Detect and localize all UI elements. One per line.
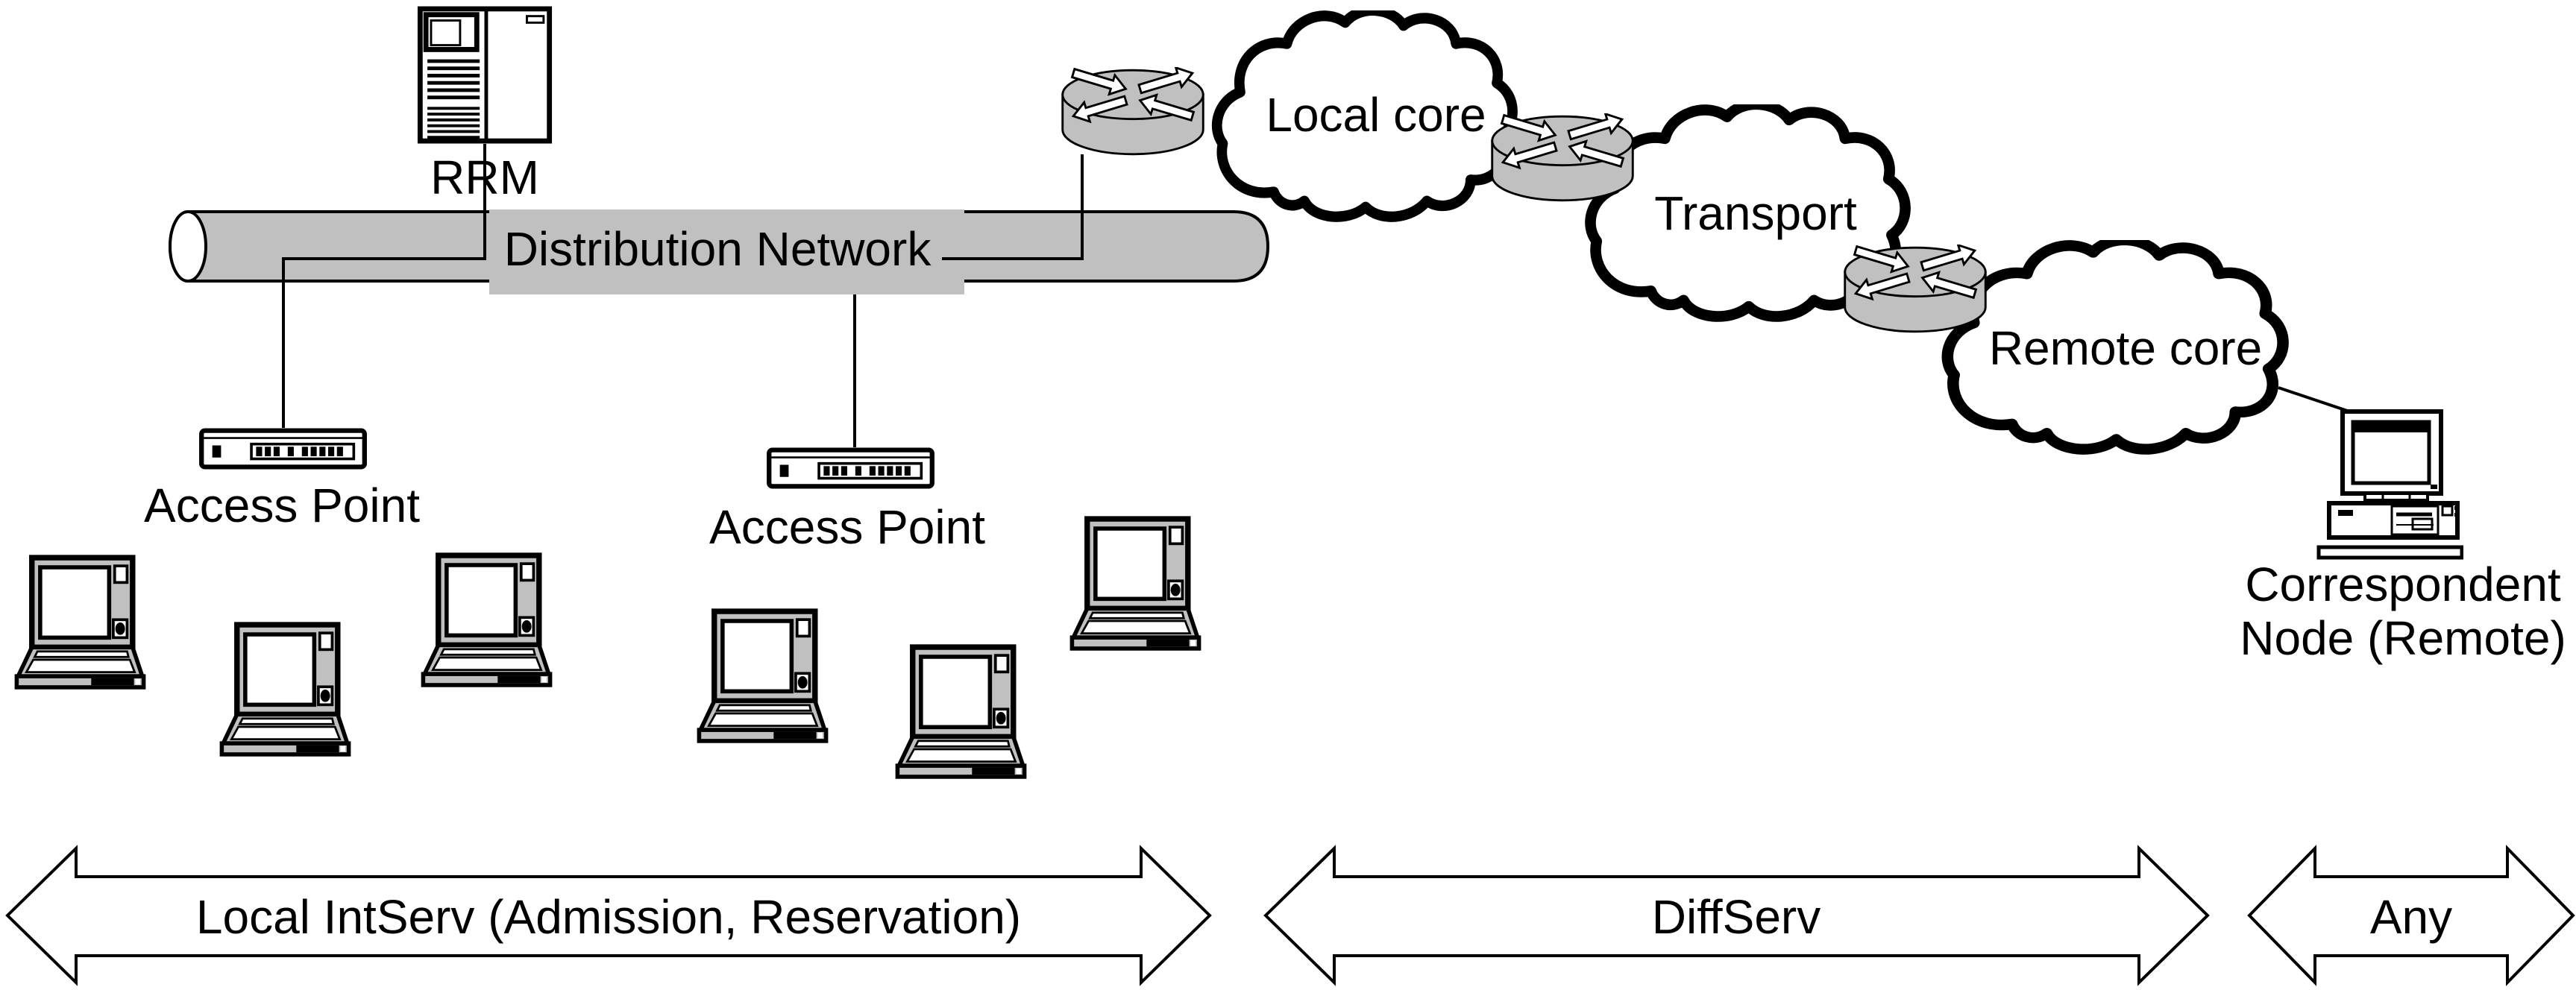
correspondent-node-label-line1: Correspondent xyxy=(2245,558,2561,611)
server-icon xyxy=(420,9,549,141)
cloud-remote-core-node: Remote core xyxy=(1947,240,2283,450)
router-icon xyxy=(1061,67,1204,156)
any-zone-arrow xyxy=(2247,845,2575,986)
diffserv-zone-label: DiffServ xyxy=(1652,890,1821,944)
access-point-icon xyxy=(201,431,365,467)
diffserv-zone-arrow xyxy=(1263,845,2210,986)
rrm-server-node: RRM xyxy=(420,9,549,204)
pipe-end-cap xyxy=(169,210,207,283)
cloud-transport-node: Transport xyxy=(1590,104,1905,317)
service-zones: Local IntServ (Admission, Reservation) D… xyxy=(5,845,2575,986)
remote-core-cloud-label: Remote core xyxy=(1989,321,2262,375)
desktop-computer-icon xyxy=(2319,412,2462,558)
correspondent-node: Correspondent Node (Remote) xyxy=(2240,412,2566,665)
router-icon xyxy=(1844,245,1987,333)
wireless-laptops xyxy=(16,519,1199,777)
correspondent-node-label-line2: Node (Remote) xyxy=(2240,611,2566,665)
connector-pipe-to-router1 xyxy=(942,154,1084,260)
router-icon xyxy=(1491,113,1634,202)
local-core-cloud-label: Local core xyxy=(1266,88,1486,142)
rrm-label: RRM xyxy=(430,151,539,204)
distribution-network-label: Distribution Network xyxy=(504,222,932,276)
access-point-left-label: Access Point xyxy=(144,479,420,532)
transport-cloud-label: Transport xyxy=(1654,186,1857,240)
access-point-icon xyxy=(769,450,932,487)
laptop-icon xyxy=(222,625,348,754)
any-zone-label: Any xyxy=(2370,890,2452,944)
laptop-icon xyxy=(897,647,1024,777)
access-point-right-node: Access Point xyxy=(709,450,985,554)
distribution-network-label-band xyxy=(489,209,964,294)
intserv-zone-arrow xyxy=(5,845,1212,986)
connector-rrm-to-ap-left xyxy=(282,144,486,428)
access-point-right-label: Access Point xyxy=(709,500,985,554)
laptop-icon xyxy=(699,611,826,741)
laptop-icon xyxy=(423,555,550,685)
cloud-local-core-node: Local core xyxy=(1217,10,1512,217)
laptop-icon xyxy=(16,558,143,687)
access-point-left-node: Access Point xyxy=(144,431,420,532)
laptop-icon xyxy=(1072,519,1199,649)
distribution-network-pipe: Distribution Network xyxy=(169,209,1270,294)
intserv-zone-label: Local IntServ (Admission, Reservation) xyxy=(196,890,1021,944)
